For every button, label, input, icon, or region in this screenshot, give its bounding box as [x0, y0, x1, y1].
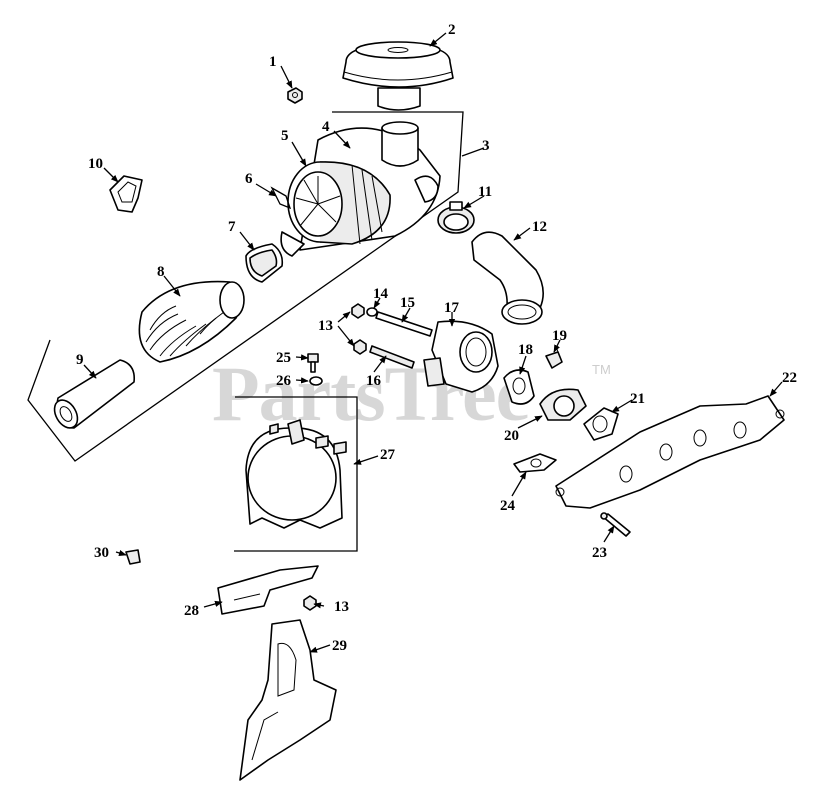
- part-27-blower-housing[interactable]: [245, 419, 347, 529]
- callout-11[interactable]: 11: [478, 184, 492, 200]
- part-14-washer[interactable]: [366, 307, 378, 317]
- callout-3[interactable]: 3: [482, 138, 490, 154]
- part-13-nut-lower[interactable]: [353, 339, 367, 355]
- callout-16[interactable]: 16: [366, 373, 382, 389]
- callout-13-upper[interactable]: 13: [318, 318, 333, 334]
- callout-22[interactable]: 22: [782, 370, 797, 386]
- callout-29[interactable]: 29: [332, 638, 347, 654]
- part-30-clip[interactable]: [125, 549, 141, 565]
- callout-26[interactable]: 26: [276, 373, 292, 389]
- callout-21[interactable]: 21: [630, 391, 645, 407]
- part-11-hose-clamp[interactable]: [437, 201, 475, 234]
- leader-lines: [83, 32, 783, 653]
- part-19-fitting[interactable]: [545, 345, 563, 369]
- part-12-elbow-hose[interactable]: [471, 231, 544, 325]
- part-24-gasket[interactable]: [513, 453, 557, 473]
- callout-8[interactable]: 8: [157, 264, 165, 280]
- part-9-inner-element[interactable]: [50, 359, 136, 432]
- callout-10[interactable]: 10: [88, 156, 103, 172]
- callout-7[interactable]: 7: [228, 219, 236, 235]
- part-18-gasket[interactable]: [503, 369, 535, 405]
- part-5-element-housing[interactable]: [287, 161, 391, 245]
- callout-2[interactable]: 2: [448, 22, 456, 38]
- callout-25[interactable]: 25: [276, 350, 291, 366]
- callout-6[interactable]: 6: [245, 171, 253, 187]
- part-13-nut-bracket[interactable]: [303, 595, 317, 611]
- part-22-intake-manifold[interactable]: [555, 395, 785, 509]
- callout-17[interactable]: 17: [444, 300, 460, 316]
- callout-9[interactable]: 9: [76, 352, 84, 368]
- part-15-stud[interactable]: [375, 311, 433, 337]
- part-16-stud[interactable]: [369, 345, 415, 369]
- part-20-throttle-body[interactable]: [539, 388, 587, 421]
- part-7-precleaner[interactable]: [245, 243, 284, 283]
- part-1-nut[interactable]: [287, 87, 303, 104]
- part-2-cleaner-cover[interactable]: [342, 41, 454, 111]
- callout-30[interactable]: 30: [94, 545, 109, 561]
- part-23-bolt[interactable]: [600, 512, 631, 537]
- callout-19[interactable]: 19: [552, 328, 567, 344]
- callout-1[interactable]: 1: [269, 54, 277, 70]
- callout-24[interactable]: 24: [500, 498, 516, 514]
- group-outline-air-cleaner: [27, 111, 464, 462]
- callout-13-lower[interactable]: 13: [334, 599, 349, 615]
- part-6-clip[interactable]: [270, 186, 292, 210]
- part-26-washer[interactable]: [309, 376, 323, 386]
- group-outline-blower: [234, 396, 358, 552]
- watermark-tm: TM: [592, 362, 611, 377]
- callout-18[interactable]: 18: [518, 342, 533, 358]
- callout-15[interactable]: 15: [400, 295, 415, 311]
- callout-23[interactable]: 23: [592, 545, 607, 561]
- part-8-filter-element[interactable]: [138, 280, 245, 363]
- callout-27[interactable]: 27: [380, 447, 396, 463]
- part-10-seal[interactable]: [109, 175, 143, 213]
- part-28-bracket[interactable]: [217, 565, 319, 615]
- callout-28[interactable]: 28: [184, 603, 199, 619]
- part-21-gasket[interactable]: [583, 407, 619, 441]
- part-17-adapter[interactable]: [423, 320, 499, 393]
- callout-14[interactable]: 14: [373, 286, 389, 302]
- callout-12[interactable]: 12: [532, 219, 547, 235]
- callout-4[interactable]: 4: [322, 119, 330, 135]
- callout-5[interactable]: 5: [281, 128, 289, 144]
- callout-labels: 1 2 3 4 5 6 7 8 9 10 11 12 13 13 14 15 1…: [76, 22, 797, 654]
- part-13-nut-upper[interactable]: [351, 303, 365, 319]
- part-29-support-bracket[interactable]: [239, 619, 337, 781]
- callout-20[interactable]: 20: [504, 428, 519, 444]
